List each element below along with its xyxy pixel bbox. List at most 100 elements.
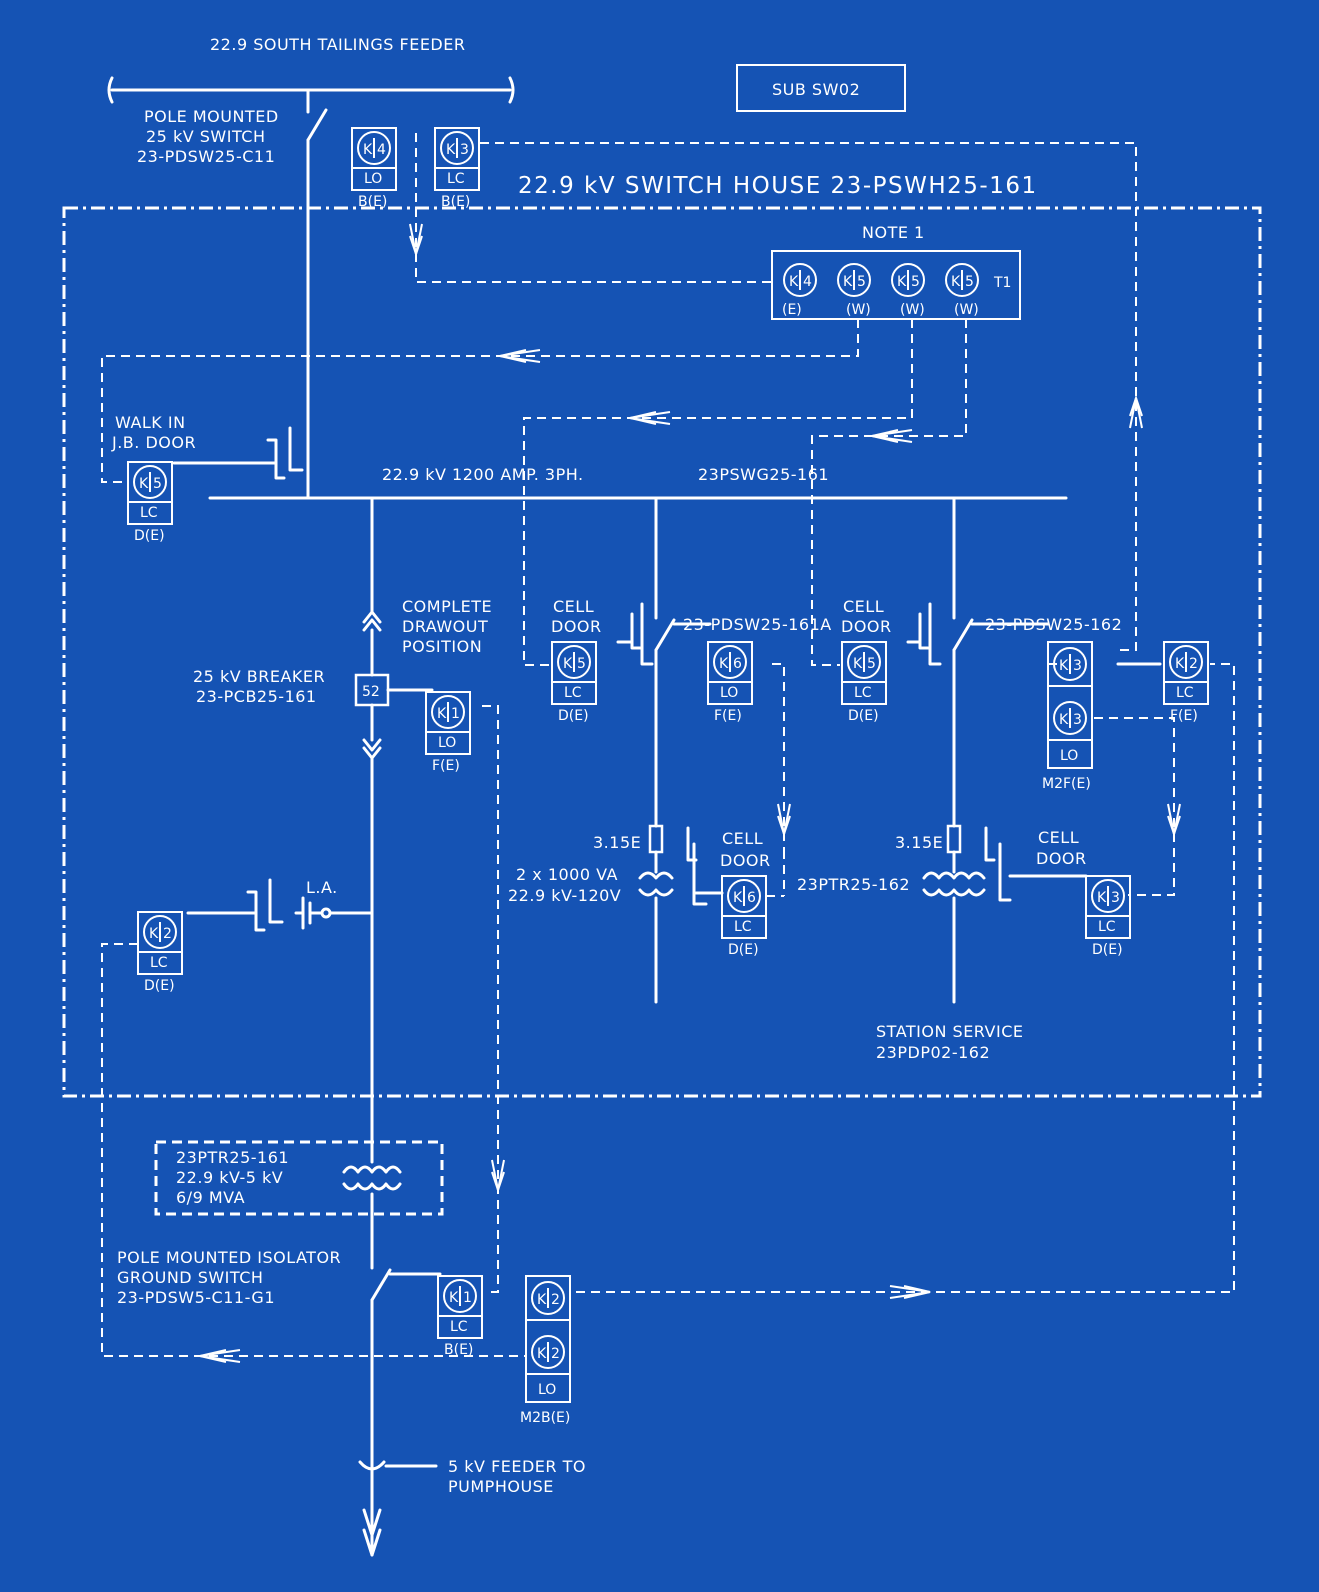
lock-body (841, 641, 887, 705)
lock-code: B(E) (358, 194, 387, 210)
lock-code: F(E) (714, 708, 742, 724)
key-circle (1091, 879, 1125, 913)
key-letter: K (853, 656, 863, 672)
lock-state: LC (854, 685, 872, 701)
lock-state: LO (364, 171, 382, 187)
key-circle (1053, 647, 1087, 681)
pt-cell-a-1: CELL (722, 829, 763, 848)
lock-body (1163, 641, 1209, 705)
pt-161a-branch (616, 496, 724, 1004)
lock-code: B(E) (444, 1342, 473, 1358)
key-circle (847, 645, 881, 679)
transformer-label-2: 22.9 kV-5 kV (176, 1168, 283, 1187)
key-letter: K (733, 890, 743, 906)
key-circle (891, 263, 925, 297)
key-letter: K (363, 142, 373, 158)
note-1: NOTE 1 (862, 223, 925, 242)
pole-switch-label-1: POLE MOUNTED (144, 107, 279, 126)
lock-state: LC (140, 505, 158, 521)
isolator-label-3: 23-PDSW5-C11-G1 (117, 1288, 275, 1307)
lock-code: M2F(E) (1042, 776, 1091, 792)
key-circle (1053, 701, 1087, 735)
key-number: 3 (460, 142, 469, 158)
fuse-b-label: 3.15E (895, 833, 943, 852)
key-circle (431, 695, 465, 729)
lock-state: LO (538, 1382, 556, 1398)
feeder-out-label-1: 5 kV FEEDER TO (448, 1457, 586, 1476)
key-letter: K (537, 1346, 547, 1362)
key-number: 1 (463, 1290, 472, 1306)
la-label: L.A. (306, 878, 338, 897)
pole-switch-label-3: 23-PDSW25-C11 (137, 147, 275, 166)
key-circle (357, 131, 391, 165)
key-letter: K (449, 1290, 459, 1306)
sub-name: SUB SW02 (772, 80, 860, 99)
lightning-arrester (186, 878, 374, 932)
key-number: 2 (1189, 656, 1198, 672)
key-letter: K (789, 274, 799, 290)
cell-door-a-1: CELL (553, 597, 594, 616)
key-circle (557, 645, 591, 679)
lock-state: LC (564, 685, 582, 701)
key-circle (143, 915, 177, 949)
cell-door-b-2: DOOR (841, 617, 892, 636)
walk-in-door-switch (172, 426, 304, 480)
key-number: 5 (857, 274, 866, 290)
lock-state: LO (438, 735, 456, 751)
lock-body (525, 1275, 571, 1403)
cabinet-key-code: (W) (846, 302, 871, 318)
switch-161a-label: 23-PDSW25-161A (683, 615, 832, 634)
key-number: 1 (451, 706, 460, 722)
key-letter: K (951, 274, 961, 290)
drawout-label-3: POSITION (402, 637, 482, 656)
breaker-feeder-line (354, 496, 434, 1144)
sub-name-box (736, 64, 906, 112)
key-number: 4 (803, 274, 812, 290)
lock-body (425, 691, 471, 755)
key-number: 5 (867, 656, 876, 672)
key-number: 3 (1073, 712, 1082, 728)
key-cabinet-t1: T1 (993, 275, 1011, 291)
lock-body (1085, 875, 1131, 939)
key-letter: K (1059, 712, 1069, 728)
lock-state: LO (720, 685, 738, 701)
lock-body (434, 127, 480, 191)
key-number: 2 (551, 1346, 560, 1362)
key-circle (440, 131, 474, 165)
key-number: 6 (733, 656, 742, 672)
key-letter: K (843, 274, 853, 290)
key-circle (945, 263, 979, 297)
key-circle (443, 1279, 477, 1313)
lock-code: M2B(E) (520, 1410, 570, 1426)
key-circle (713, 645, 747, 679)
main-transformer-coils (342, 1140, 402, 1270)
lock-state: LC (450, 1319, 468, 1335)
lock-state: LC (1098, 919, 1116, 935)
key-transfer-paths (101, 133, 1235, 1357)
breaker-number: 52 (362, 684, 380, 700)
drawout-label-2: DRAWOUT (402, 617, 488, 636)
cabinet-key-code: (E) (782, 302, 802, 318)
key-letter: K (897, 274, 907, 290)
lock-state: LC (734, 919, 752, 935)
key-number: 5 (911, 274, 920, 290)
lock-code: D(E) (728, 942, 759, 958)
station-service-1: STATION SERVICE (876, 1022, 1023, 1041)
pole-switch (306, 88, 328, 500)
lock-code: D(E) (134, 528, 165, 544)
lock-body (721, 875, 767, 939)
key-letter: K (139, 476, 149, 492)
key-circle (133, 465, 167, 499)
main-transformer-box (154, 1140, 444, 1216)
key-letter: K (1059, 658, 1069, 674)
lock-body (707, 641, 753, 705)
